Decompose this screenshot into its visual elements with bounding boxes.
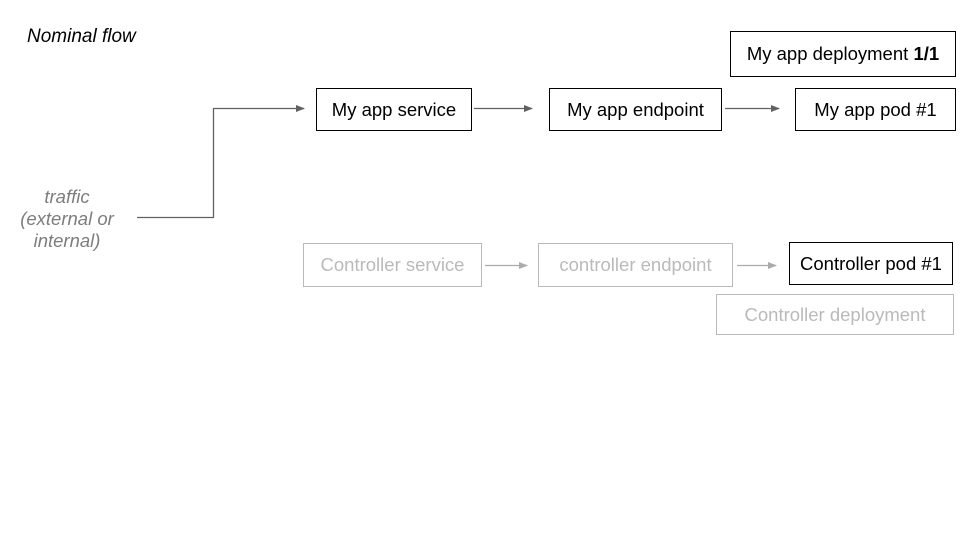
my-app-service-label: My app service	[331, 98, 457, 120]
my-app-endpoint-label: My app endpoint	[567, 98, 704, 120]
diagram-title: Nominal flow	[27, 26, 136, 47]
controller-pod-box: Controller pod #1	[789, 242, 953, 285]
controller-deployment-box: Controller deployment	[716, 294, 954, 335]
controller-endpoint-label: controller endpoint	[559, 254, 712, 275]
my-app-pod-box: My app pod #1	[795, 88, 956, 131]
controller-deployment-label: Controller deployment	[744, 303, 926, 325]
controller-pod-label: Controller pod #1	[800, 252, 942, 274]
controller-service-label: Controller service	[320, 254, 465, 275]
traffic-label: traffic (external or internal)	[20, 186, 114, 251]
my-app-service-box: My app service	[316, 88, 472, 131]
controller-endpoint-box: controller endpoint	[538, 243, 733, 287]
arrow-traffic-to-service	[137, 105, 305, 219]
my-app-endpoint-box: My app endpoint	[549, 88, 722, 131]
my-app-deployment-box: My app deployment 1/1	[730, 31, 956, 77]
my-app-deployment-label: My app deployment	[746, 43, 909, 64]
my-app-deployment-replicas: 1/1	[913, 43, 940, 64]
my-app-pod-label: My app pod #1	[814, 98, 937, 120]
controller-service-box: Controller service	[303, 243, 482, 287]
